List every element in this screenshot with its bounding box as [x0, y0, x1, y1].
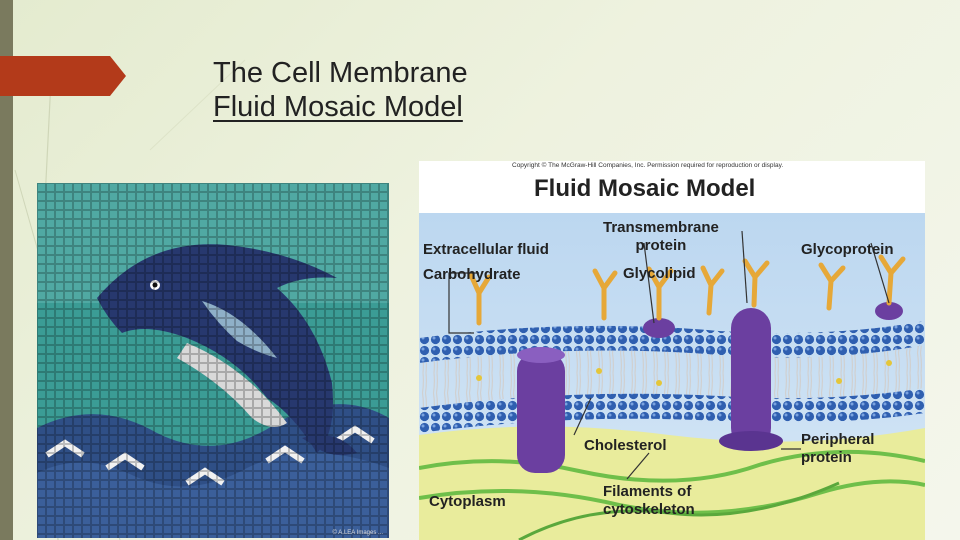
label-cytoplasm: Cytoplasm — [429, 493, 506, 510]
accent-arrow — [0, 56, 126, 96]
left-accent-bar — [0, 0, 13, 540]
membrane-illustration — [419, 213, 925, 540]
label-peripheral-line1: Peripheral — [801, 431, 875, 448]
diagram-title: Fluid Mosaic Model — [534, 175, 756, 202]
label-carbohydrate: Carbohydrate — [423, 266, 521, 283]
label-filaments-line2: cytoskeleton — [603, 501, 695, 518]
label-cholesterol: Cholesterol — [584, 437, 667, 454]
slide-subtitle: Fluid Mosaic Model — [213, 91, 463, 123]
label-filaments-line1: Filaments of — [603, 483, 692, 500]
diagram-copyright: Copyright © The McGraw-Hill Companies, I… — [512, 162, 784, 169]
mosaic-credit: © A.LEA Images ... — [332, 530, 383, 536]
label-peripheral-protein: Peripheral protein — [801, 431, 874, 467]
label-extracellular-fluid: Extracellular fluid — [423, 241, 549, 258]
label-peripheral-line2: protein — [801, 449, 852, 466]
fluid-mosaic-diagram: Copyright © The McGraw-Hill Companies, I… — [419, 161, 925, 540]
label-transmembrane-line2: protein — [635, 237, 687, 254]
dolphin-mosaic-image: © A.LEA Images ... — [37, 183, 389, 538]
label-glycoprotein: Glycoprotein — [801, 241, 894, 258]
title-block: The Cell Membrane Fluid Mosaic Model — [213, 56, 468, 124]
label-glycolipid: Glycolipid — [623, 265, 696, 282]
slide-title: The Cell Membrane — [213, 57, 468, 89]
label-transmembrane-protein: Transmembrane protein — [603, 219, 719, 255]
label-transmembrane-line1: Transmembrane — [603, 219, 719, 236]
label-filaments-of-cytoskeleton: Filaments of cytoskeleton — [603, 483, 695, 519]
